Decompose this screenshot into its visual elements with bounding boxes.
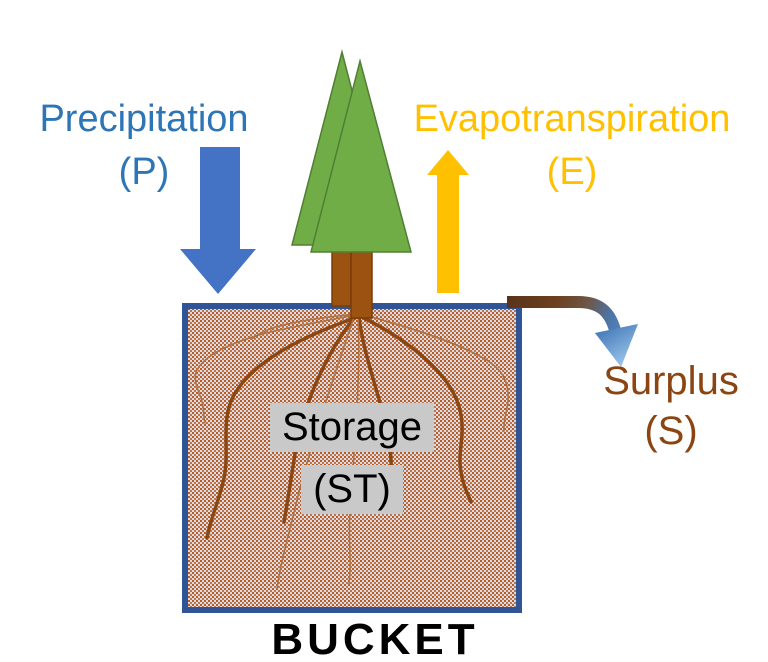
bucket-caption: BUCKET <box>271 615 479 662</box>
surplus-label: Surplus (S) <box>598 356 744 456</box>
tree-trunk-left <box>331 244 352 307</box>
tree-trunk-right <box>350 250 373 319</box>
precipitation-arrow-icon <box>180 147 256 294</box>
precipitation-label: Precipitation (P) <box>10 93 278 199</box>
storage-label-name: Storage <box>269 403 435 452</box>
surplus-arrow-icon <box>507 296 638 367</box>
precipitation-label-symbol: (P) <box>118 151 170 193</box>
evapotranspiration-label-symbol: (E) <box>546 151 598 193</box>
precipitation-label-name: Precipitation <box>39 98 249 140</box>
surplus-label-symbol: (S) <box>644 409 698 453</box>
storage-label: Storage (ST) <box>185 403 519 514</box>
evapotranspiration-label-name: Evapotranspiration <box>413 98 731 140</box>
surplus-label-name: Surplus <box>603 359 739 403</box>
evapotranspiration-label: Evapotranspiration (E) <box>380 93 764 199</box>
tree-icon <box>291 49 412 319</box>
tree-foliage-front <box>310 58 412 253</box>
storage-label-symbol: (ST) <box>301 465 403 514</box>
bucket-box <box>182 303 522 613</box>
evapotranspiration-arrow-icon <box>427 150 469 293</box>
